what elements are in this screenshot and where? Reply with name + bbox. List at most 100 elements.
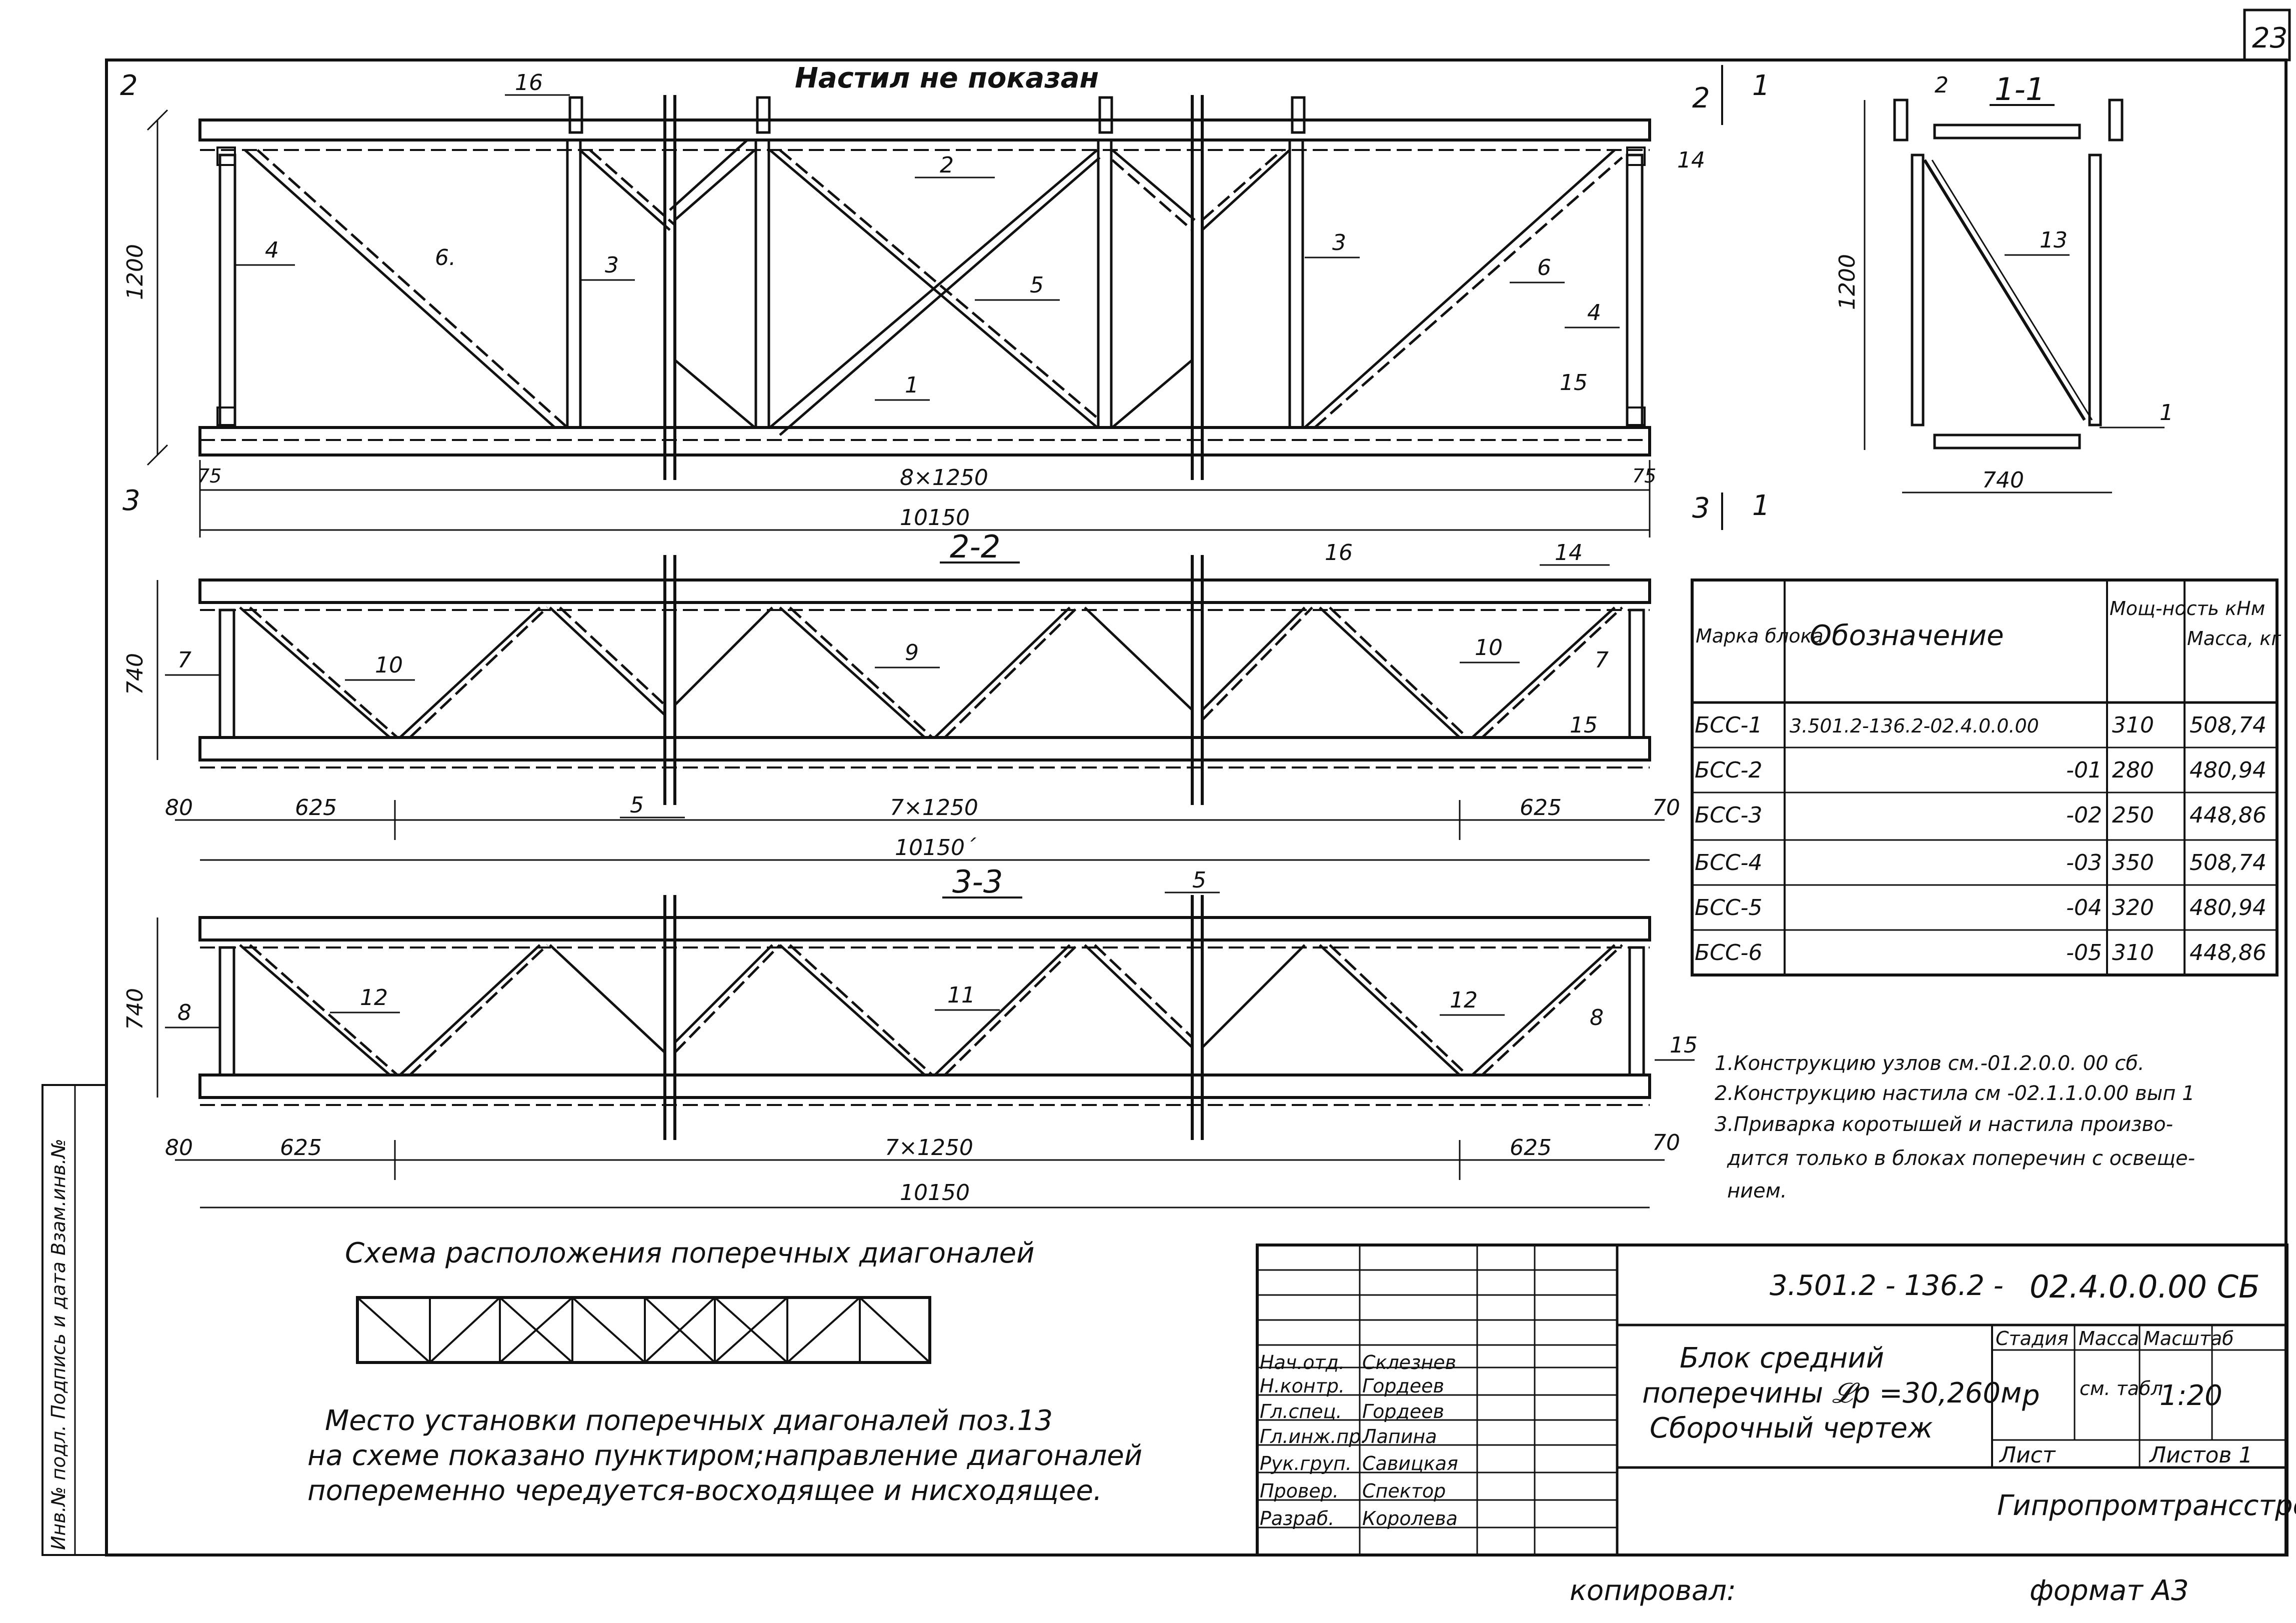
copied-label: копировал: [1570,1574,1736,1607]
mark-7a: 7 [177,648,191,673]
scheme-caption-1: Место установки поперечных диагоналей по… [325,1404,1053,1437]
note-3b: дится только в блоках поперечин с освеще… [1727,1147,2195,1170]
note-3c: нием. [1727,1180,1787,1202]
s33-dim-right: 70 [1652,1130,1680,1156]
mark-4b: 4 [1587,300,1601,326]
sheet-frame [105,58,2288,1556]
table-cell: 508,74 [2190,712,2267,738]
s22-dim-total: 10150´ [895,835,976,860]
role-label: Гл.спец. [1260,1400,1342,1422]
s33-dim-left-bay: 625 [280,1135,322,1160]
s33-dim-total: 10150 [900,1180,970,1206]
scheme-caption-2: на схеме показано пунктиром;направление … [307,1440,1142,1472]
s22-dim-right: 70 [1652,795,1680,820]
s33-dim-modules: 7×1250 [885,1135,973,1160]
table-cell: 280 [2112,758,2154,783]
mark-1-s11: 1 [2160,400,2174,426]
mark-15-s33: 15 [1670,1032,1698,1058]
mass-label: Масса [2079,1328,2139,1350]
table-cell: 310 [2112,712,2154,738]
table-cell: -01 [2066,758,2102,783]
s22-dim-right-bay: 625 [1520,795,1562,820]
vertical-mid1 [754,138,770,429]
format-label: формат А3 [2030,1574,2189,1607]
dim-modules: 8×1250 [900,465,988,490]
mark-3b: 3 [1332,230,1346,256]
vertical-3b [1288,138,1304,429]
mark-14: 14 [1677,148,1705,173]
role-label: Разраб. [1260,1508,1334,1530]
s33-dim-left: 80 [165,1135,193,1160]
doc-name-2: поперечины 𝓛р =30,260м [1642,1377,2022,1410]
person-name: Гордеев [1362,1400,1444,1422]
section-3-3-title: 3-3 [952,864,1003,900]
role-label: Рук.груп. [1260,1452,1352,1474]
section-mark-3-right: 3 [1692,492,1710,524]
mark-5: 5 [1030,272,1044,298]
mark-5-s33: 5 [1192,868,1206,893]
mark-15: 15 [1560,370,1588,396]
scale-label: Масштаб [2144,1328,2234,1350]
mark-6a: 6. [435,245,456,270]
top-note: Настил не показан [795,62,1099,94]
table-cell: 320 [2112,895,2154,920]
s33-height: 740 [122,988,148,1030]
mark-9: 9 [905,640,919,666]
section-mark-1-bottom: 1 [1752,490,1770,522]
table-cell: 350 [2112,850,2154,876]
stage-label: Стадия [1996,1328,2069,1350]
section-1-1-title: 1-1 [1995,71,2045,108]
vertical-mid2 [1097,138,1113,429]
table-cell: БСС-4 [1695,850,1763,876]
note-3a: 3.Приварка коротышей и настила произво- [1715,1113,2173,1136]
doc-name-1: Блок средний [1680,1342,1884,1374]
person-name: Савицкая [1362,1452,1458,1474]
person-name: Спектор [1362,1480,1446,1502]
dim-total: 10150 [900,505,970,530]
stage-value: р [2022,1380,2040,1412]
role-label: Провер. [1260,1480,1339,1502]
role-label: Нач.отд. [1260,1352,1345,1374]
scheme-caption-3: попеременно чередуется-восходящее и нисх… [307,1474,1102,1507]
section-1-1: 1-1 2 13 1 1200 740 [1835,71,2174,494]
person-name: Лапина [1361,1426,1437,1448]
height-dim: 1200 [122,244,148,300]
s33-dim-right-bay: 625 [1510,1135,1552,1160]
mark-10b: 10 [1475,635,1503,660]
mark-2: 2 [940,152,954,178]
table-cell: 448,86 [2190,802,2267,828]
side-stamp: Инв.№ подл. Подпись и дата Взам.инв.№ [47,1138,69,1550]
table-cell: 480,94 [2190,895,2267,920]
mark-14-s22: 14 [1555,540,1583,566]
dim-right-offset: 75 [1632,465,1656,487]
s22-dim-modules: 7×1250 [890,795,978,820]
spec-table: Марка блока Обозначение Мощ-ность кНм Ма… [1691,578,2282,976]
mark-8b: 8 [1590,1005,1604,1030]
person-name: Гордеев [1362,1375,1444,1397]
section-3-3: 3-3 5 8 12 11 12 [122,864,1698,1208]
mark-11: 11 [947,982,975,1008]
section-2-2: 2-2 16 14 7 10 9 10 [122,528,1680,861]
doc-name-3: Сборочный чертеж [1650,1412,1933,1444]
mark-15-s22: 15 [1570,712,1598,738]
mark-2-s11: 2 [1935,72,1949,98]
mass-value: см. табл [2080,1378,2163,1400]
table-cell: -03 [2066,850,2102,876]
note-1: 1.Конструкцию узлов см.-01.2.0.0. 00 сб. [1715,1052,2145,1075]
section-1-1-width: 740 [1982,468,2024,493]
mark-12b: 12 [1450,988,1478,1013]
table-cell: БСС-5 [1695,895,1763,920]
table-cell: 250 [2112,802,2154,828]
table-cell: 480,94 [2190,758,2267,783]
table-cell: 508,74 [2190,850,2267,876]
signatures: Нач.отд.СклезневН.контр.ГордеевГл.спец.Г… [1260,1352,1458,1530]
s22-height: 740 [122,653,148,695]
table-cell: БСС-6 [1695,940,1763,966]
end-post-left [218,154,236,429]
role-label: Гл.инж.пр. [1260,1426,1367,1448]
th-mark: Марка блока [1696,625,1824,647]
mark-1: 1 [905,372,919,398]
table-cell: БСС-2 [1695,758,1763,783]
th-mass: Масса, кг [2187,628,2282,650]
